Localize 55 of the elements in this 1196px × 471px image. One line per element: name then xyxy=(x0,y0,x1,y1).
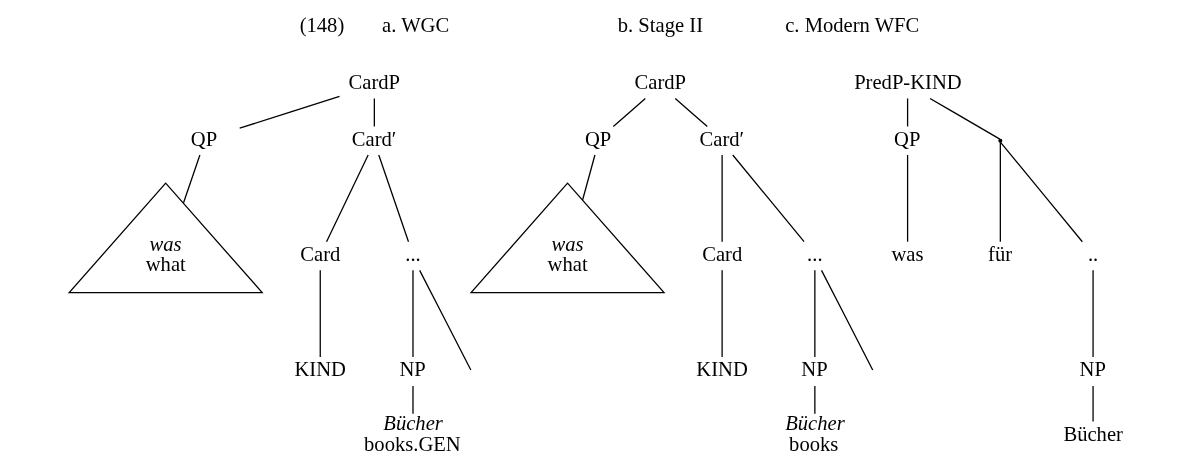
node-text: CardP xyxy=(348,70,400,93)
connector xyxy=(720,269,723,358)
node-text: Bücher xyxy=(1062,422,1123,445)
connector xyxy=(906,154,908,243)
node-text: ... xyxy=(404,243,421,265)
node-text: was xyxy=(890,243,924,265)
connector xyxy=(906,97,908,128)
node-text: QP xyxy=(893,127,920,150)
connector xyxy=(674,97,708,128)
node-text: CardP xyxy=(634,70,686,93)
node-text: Bücher xyxy=(784,412,845,435)
node-label: books xyxy=(788,433,838,456)
node-text: für xyxy=(987,243,1012,265)
connector xyxy=(1091,385,1094,423)
node-text: KIND xyxy=(293,358,346,381)
node-text: ... xyxy=(806,243,823,265)
connector xyxy=(377,154,409,243)
node-text: QP xyxy=(584,127,611,150)
node-text: Card′ xyxy=(351,127,396,150)
node-text: NP xyxy=(398,358,426,381)
node-text: Card xyxy=(701,243,742,265)
label: a. WGC xyxy=(381,14,449,37)
connector xyxy=(928,97,1000,140)
connector xyxy=(999,141,1083,243)
node-text: NP xyxy=(800,358,828,381)
node-text: Card′ xyxy=(699,127,744,150)
node-text: .. xyxy=(1087,243,1098,265)
label: (148) xyxy=(299,14,344,37)
label: b. Stage II xyxy=(617,14,703,37)
connector xyxy=(1091,269,1094,358)
node-text: NP xyxy=(1079,358,1106,381)
node-text: Card xyxy=(299,243,340,265)
connector xyxy=(820,269,873,371)
node-text: Bücher xyxy=(382,412,443,435)
connector xyxy=(720,154,723,243)
connector xyxy=(612,97,646,128)
connector xyxy=(418,269,471,371)
node-text: KIND xyxy=(695,358,748,381)
connector xyxy=(319,269,321,358)
connector xyxy=(325,154,369,243)
connector xyxy=(813,385,815,415)
connector xyxy=(999,141,1001,243)
connector xyxy=(411,269,414,358)
connector xyxy=(238,95,340,129)
label: c. Modern WFC xyxy=(784,14,919,37)
connector xyxy=(182,154,201,204)
connector xyxy=(373,97,375,128)
node-label: books.GEN xyxy=(363,433,461,456)
connector xyxy=(411,385,414,415)
connector xyxy=(581,154,596,201)
connector xyxy=(813,269,815,358)
node-text: PredP-KIND xyxy=(853,70,962,93)
connector xyxy=(731,154,805,243)
node-point xyxy=(997,138,1002,143)
node-text: QP xyxy=(190,127,217,150)
